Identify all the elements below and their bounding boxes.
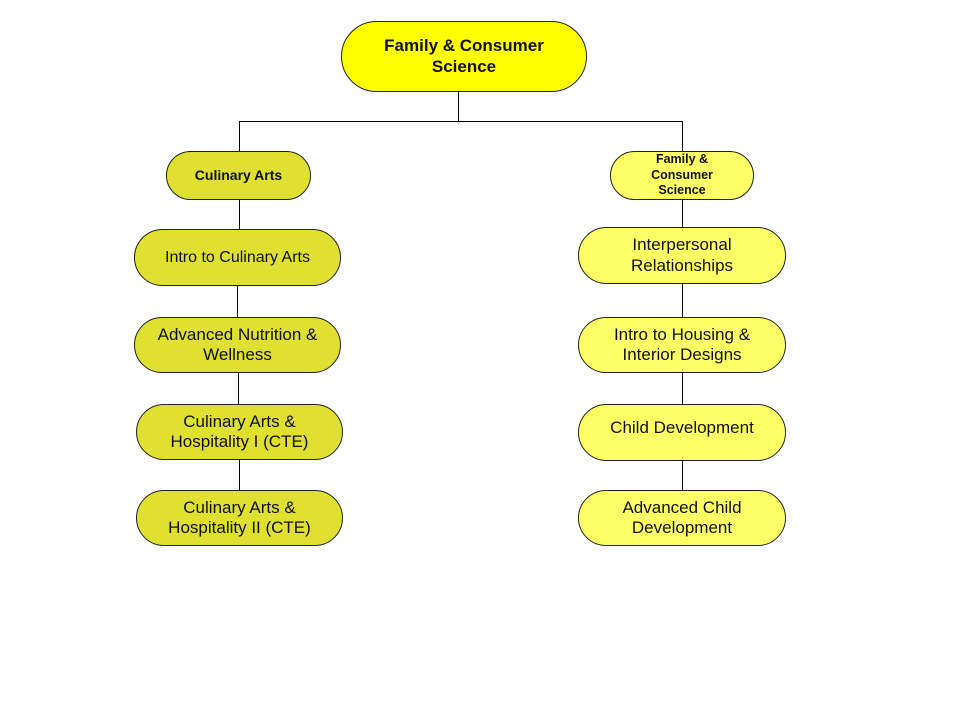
connector-left-1 <box>239 199 240 230</box>
course-node: Culinary Arts & Hospitality I (CTE) <box>136 404 343 460</box>
connector-left-down <box>239 121 240 152</box>
connector-left-4 <box>239 459 240 491</box>
connector-left-2 <box>237 285 238 318</box>
connector-right-down <box>682 121 683 152</box>
branch-header-culinary-arts: Culinary Arts <box>166 151 311 200</box>
connector-horizontal <box>239 121 683 122</box>
course-node: Interpersonal Relationships <box>578 227 786 284</box>
root-label: Family & Consumer Science <box>384 36 544 76</box>
branch-header-family-consumer-science: Family & Consumer Science <box>610 151 754 200</box>
course-node: Advanced Child Development <box>578 490 786 546</box>
connector-right-2 <box>682 283 683 318</box>
connector-root-down <box>458 91 459 121</box>
course-node: Intro to Housing & Interior Designs <box>578 317 786 373</box>
course-node: Culinary Arts & Hospitality II (CTE) <box>136 490 343 546</box>
connector-right-3 <box>682 372 683 405</box>
connector-left-3 <box>238 372 239 405</box>
course-node: Advanced Nutrition & Wellness <box>134 317 341 373</box>
course-node: Intro to Culinary Arts <box>134 229 341 286</box>
root-node: Family & Consumer Science <box>341 21 587 92</box>
course-node: Child Development <box>578 404 786 461</box>
connector-right-1 <box>682 199 683 228</box>
connector-right-4 <box>682 460 683 491</box>
